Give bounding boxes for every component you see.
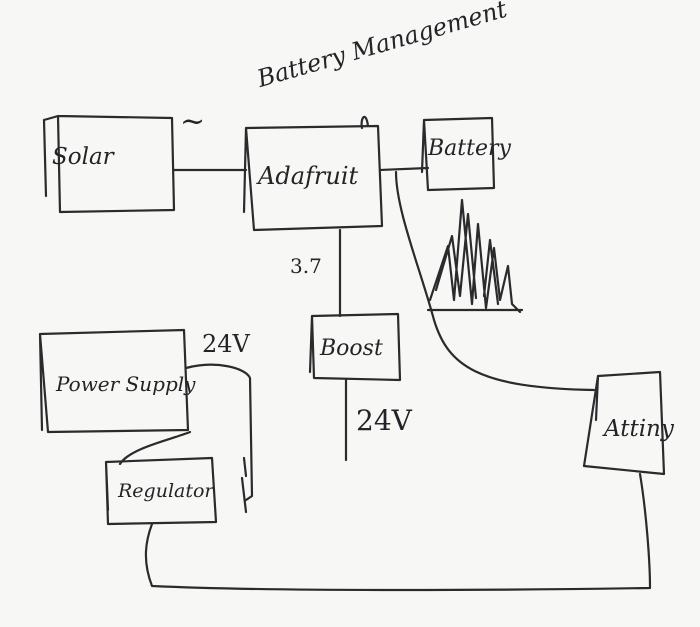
voltage-24v-boost-label: 24V	[356, 404, 412, 437]
ac-symbol-label: ~	[180, 104, 206, 139]
scribble-mark	[426, 198, 524, 314]
wire-power-supply-regulator	[118, 430, 192, 466]
wire-adafruit-battery	[378, 166, 430, 172]
battery-label: Battery	[428, 136, 511, 161]
adafruit-top-mark	[360, 115, 370, 130]
wire-power-supply-24v	[184, 363, 254, 502]
adafruit-label: Adafruit	[258, 162, 359, 190]
voltage-3-7-label: 3.7	[290, 254, 322, 278]
wire-regulator-right-ticks	[240, 456, 248, 514]
power-supply-label: Power Supply	[56, 372, 196, 396]
solar-box	[42, 114, 176, 214]
regulator-label: Regulator	[118, 480, 214, 502]
boost-label: Boost	[320, 336, 383, 361]
attiny-box	[582, 370, 666, 476]
wire-attiny-regulator	[144, 472, 652, 592]
battery-box	[420, 116, 496, 192]
voltage-24v-power-label: 24V	[202, 330, 250, 358]
regulator-box	[104, 456, 218, 526]
power-supply-box	[38, 328, 190, 434]
solar-label: Solar	[52, 144, 114, 170]
boost-box	[308, 312, 402, 382]
wire-adafruit-attiny	[394, 170, 596, 392]
attiny-label: Attiny	[604, 416, 674, 442]
